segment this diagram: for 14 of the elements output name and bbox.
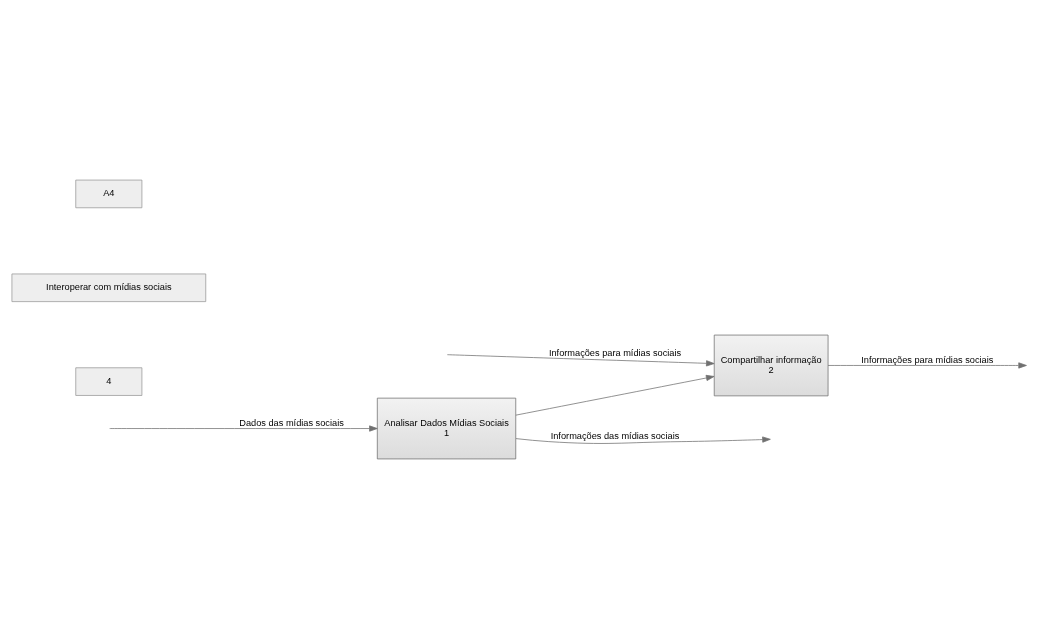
arrow — [515, 374, 715, 416]
arrow — [109, 425, 378, 432]
node-box: Analisar Dados Mídias Sociais 1 — [376, 397, 517, 460]
edge-label: Informações para mídias sociais — [861, 354, 994, 365]
arrow — [827, 362, 1027, 369]
arrow — [515, 436, 771, 444]
edge-label: Dados das mídias sociais — [239, 417, 344, 428]
node-box: Compartilhar informação 2 — [713, 334, 829, 397]
arrow — [446, 354, 715, 367]
label: Interoperar com mídias sociais — [46, 282, 172, 293]
edge-label: Informações para mídias sociais — [548, 347, 682, 358]
label: A4 — [103, 188, 115, 199]
edge-label: Informações das mídias sociais — [550, 431, 680, 441]
label: 4 — [106, 376, 112, 386]
